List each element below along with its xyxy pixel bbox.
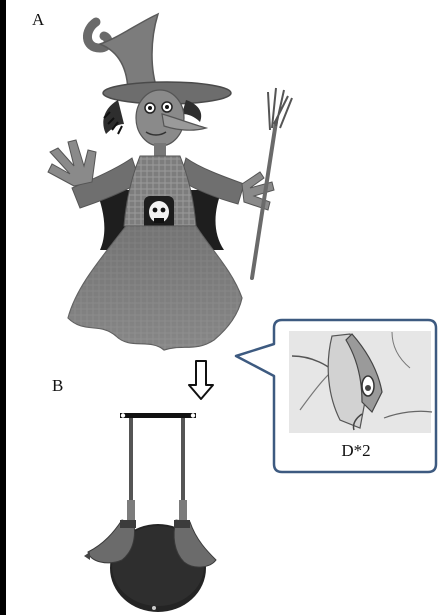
detail-label: D*2 [296, 441, 416, 461]
detail-image [289, 331, 432, 433]
down-arrow-icon [189, 361, 213, 399]
mechanism-figure [84, 413, 216, 612]
witch-figure [48, 14, 292, 350]
